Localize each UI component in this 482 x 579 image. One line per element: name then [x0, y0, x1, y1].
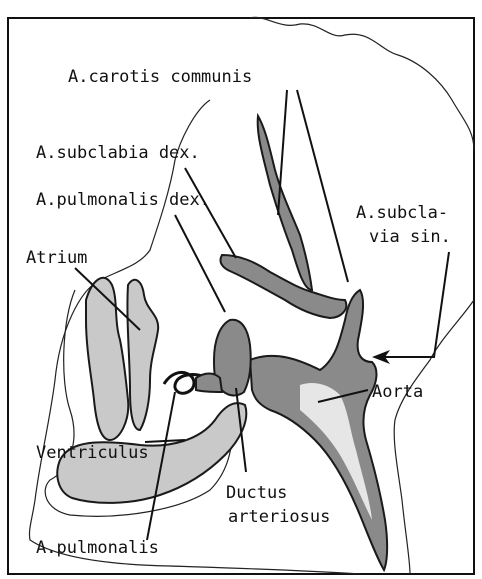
atrium-shape-2	[127, 280, 158, 430]
label-ductus-1: Ductus	[226, 483, 287, 503]
label-ductus-2: arteriosus	[228, 507, 330, 527]
label-atrium: Atrium	[26, 248, 87, 268]
pointer-subclavia-dex	[185, 168, 236, 258]
label-pulmonalis: A.pulmonalis	[36, 538, 159, 558]
pointer-subclavia-sin	[382, 252, 449, 357]
pulmonalis-stem	[196, 374, 222, 393]
label-carotis: A.carotis communis	[68, 67, 252, 87]
label-aorta: Aorta	[372, 382, 423, 402]
label-subclavia-sin-1: A.subcla-	[356, 203, 448, 223]
pointer-pulmonalis-dex	[175, 215, 225, 312]
carotid-right-shape	[220, 255, 346, 318]
atrium-shape	[86, 278, 128, 440]
aorta-shape	[250, 290, 387, 570]
carotid-left-shape	[258, 116, 312, 290]
label-ventriculus: Ventriculus	[36, 443, 149, 463]
label-subclavia-dex: A.subclabia dex.	[36, 143, 200, 163]
label-subclavia-sin-2: via sin.	[369, 227, 451, 247]
label-pulmonalis-dex: A.pulmonalis dex.	[36, 190, 210, 210]
